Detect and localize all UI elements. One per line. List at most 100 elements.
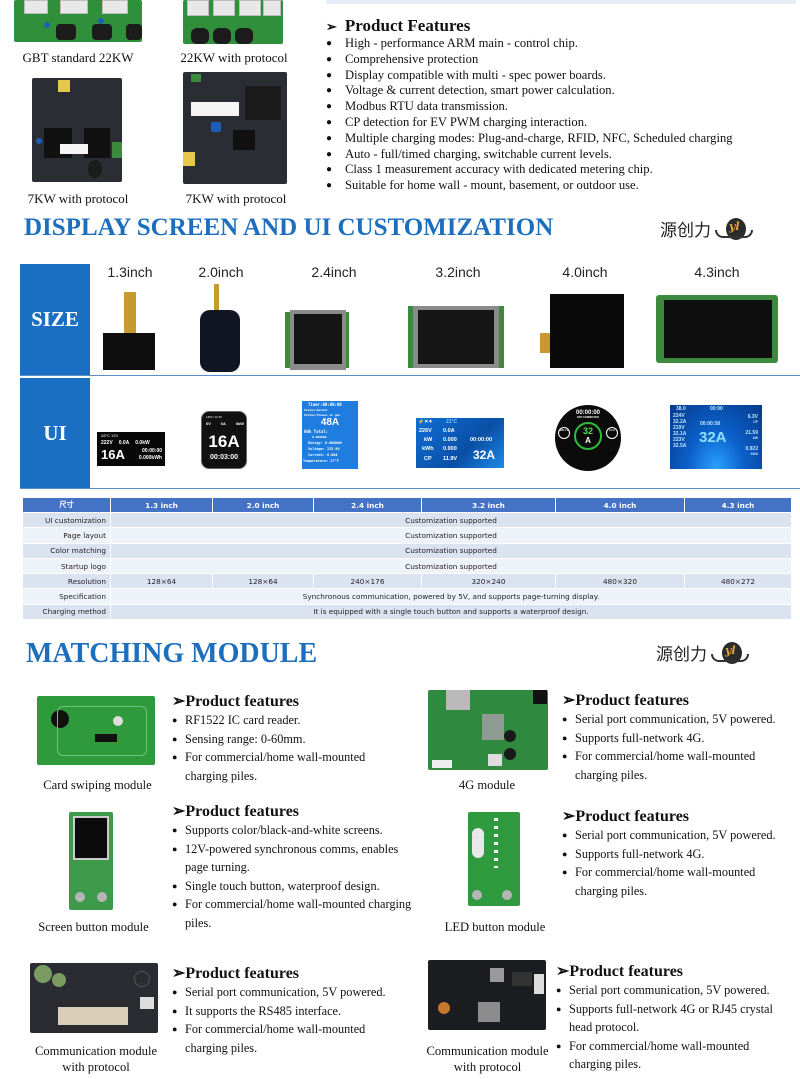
arrow-bullet-icon: ➢ (556, 963, 570, 980)
feature-item: For commercial/home wall-mounted chargin… (172, 1020, 402, 1057)
feature-item: It supports the RS485 interface. (172, 1002, 402, 1021)
board-caption: 7KW with protocol (185, 191, 287, 206)
feature-item: Single touch button, waterproof design. (172, 877, 412, 896)
board-image-7kw-b (183, 72, 287, 184)
arrow-bullet-icon: ➢ (326, 19, 337, 34)
module-features-list: Serial port communication, 5V powered. S… (556, 981, 792, 1074)
feature-item: 12V-powered synchronous comms, enables p… (172, 840, 412, 877)
module-features-heading: ➢Product features (172, 693, 300, 710)
row-value: Customization supported (110, 527, 792, 544)
resolution-cell: 128×64 (110, 573, 213, 590)
feature-item: Voltage & current detection, smart power… (326, 83, 733, 99)
feature-item: Serial port communication, 5V powered. (562, 710, 798, 729)
feature-item: Multiple charging modes: Plug-and-charge… (326, 131, 733, 147)
module-features-heading: ➢Product features (172, 803, 300, 820)
row-label: Resolution (22, 573, 111, 590)
feature-item: Supports full-network 4G. (562, 845, 798, 864)
row-value: Customization supported (110, 557, 792, 575)
feature-item: Supports full-network 4G. (562, 729, 798, 748)
table-header-cell: 1.3 inch (110, 497, 213, 513)
resolution-cell: 320×240 (421, 573, 556, 590)
brand-name: 源创力 (660, 221, 711, 241)
module-features-heading: ➢Product features (562, 692, 690, 709)
resolution-cell: 480×272 (684, 573, 792, 590)
table-row: Color matching Customization supported (22, 542, 792, 559)
arrow-bullet-icon: ➢ (172, 965, 186, 982)
ui-tab: UI (20, 378, 90, 488)
display-section-title: DISPLAY SCREEN AND UI CUSTOMIZATION (24, 214, 554, 241)
arrow-bullet-icon: ➢ (172, 693, 186, 710)
feature-item: Sensing range: 0-60mm. (172, 730, 392, 749)
table-header-row: 尺寸 1.3 inch 2.0 inch 2.4 inch 3.2 inch 4… (22, 497, 792, 513)
4g-module-image (428, 690, 548, 770)
product-features-list: High - performance ARM main - control ch… (326, 36, 733, 194)
brand-name: 源创力 (656, 645, 707, 665)
module-features-heading: ➢Product features (172, 965, 300, 982)
board-image-7kw-a (32, 78, 122, 182)
table-row: Specification Synchronous communication,… (22, 588, 792, 605)
feature-item: For commercial/home wall-mounted chargin… (172, 895, 412, 932)
feature-item: Serial port communication, 5V powered. (172, 983, 402, 1002)
feature-item: Serial port communication, 5V powered. (562, 826, 798, 845)
row-value: Synchronous communication, powered by 5V… (110, 588, 792, 605)
feature-item: Auto - full/timed charging, switchable c… (326, 147, 733, 163)
brand-emblem-icon: yl (711, 641, 749, 664)
row-label: Page layout (22, 527, 111, 544)
row-divider (20, 375, 800, 376)
board-image-gbt-22kw (14, 0, 142, 42)
module-caption: Communication module with protocol (34, 1044, 158, 1074)
row-value: Customization supported (110, 542, 792, 559)
feature-item: For commercial/home wall-mounted chargin… (556, 1037, 792, 1074)
communication-module-4g-rj45-image (428, 960, 546, 1030)
size-label-3-2: 3.2inch (435, 264, 481, 280)
card-swiping-module-image (37, 696, 155, 765)
resolution-cell: 240×176 (313, 573, 422, 590)
resolution-cell: 128×64 (212, 573, 314, 590)
row-label: Color matching (22, 542, 111, 559)
matching-section-title: MATCHING MODULE (26, 638, 318, 669)
table-row: Startup logo Customization supported (22, 557, 792, 575)
size-label-2-4: 2.4inch (311, 264, 357, 280)
size-label-1-3: 1.3inch (107, 264, 153, 280)
row-label: UI customization (22, 511, 111, 529)
product-features-heading: ➢Product Features (326, 16, 471, 35)
row-label: Charging method (22, 603, 111, 621)
module-features-list: Serial port communication, 5V powered. S… (562, 826, 798, 900)
table-row: Page layout Customization supported (22, 527, 792, 544)
module-features-list: RF1522 IC card reader. Sensing range: 0-… (172, 711, 392, 785)
feature-item: RF1522 IC card reader. (172, 711, 392, 730)
ui-preview-3-2: ⚡✕✦ 21°C 226V 0.0A kW 0.000 00:00:00 kWh… (416, 418, 504, 468)
row-value: Customization supported (110, 511, 792, 529)
feature-item: For commercial/home wall-mounted chargin… (562, 863, 798, 900)
top-table-remnant (326, 0, 796, 4)
feature-item: Display compatible with multi - spec pow… (326, 68, 733, 84)
feature-item: Supports full-network 4G or RJ45 crystal… (556, 1000, 792, 1037)
communication-module-rs485-image (30, 963, 158, 1033)
arrow-bullet-icon: ➢ (172, 803, 186, 820)
resolution-cell: 480×320 (555, 573, 685, 590)
table-header-cell: 2.4 inch (313, 497, 422, 513)
table-header-cell: 4.0 inch (555, 497, 685, 513)
table-header-cell: 2.0 inch (212, 497, 314, 513)
row-divider (20, 488, 800, 489)
feature-item: For commercial/home wall-mounted chargin… (172, 748, 392, 785)
module-features-list: Serial port communication, 5V powered. I… (172, 983, 402, 1057)
size-tab: SIZE (20, 264, 90, 375)
table-row: Charging method It is equipped with a si… (22, 603, 792, 621)
feature-item: Suitable for home wall - mount, basement… (326, 178, 733, 194)
module-caption: LED button module (444, 920, 546, 934)
module-features-list: Serial port communication, 5V powered. S… (562, 710, 798, 784)
feature-item: CP detection for EV PWM charging interac… (326, 115, 733, 131)
feature-item: For commercial/home wall-mounted chargin… (562, 747, 798, 784)
row-label: Specification (22, 588, 111, 605)
table-header-cell: 4.3 inch (684, 497, 792, 513)
feature-item: High - performance ARM main - control ch… (326, 36, 733, 52)
module-caption: Screen button module (38, 920, 149, 934)
brand-logo: 源创力 yl (660, 216, 753, 241)
table-header-cell: 3.2 inch (421, 497, 556, 513)
display-spec-table: 尺寸 1.3 inch 2.0 inch 2.4 inch 3.2 inch 4… (22, 497, 792, 621)
table-row: Resolution 128×64 128×64 240×176 320×240… (22, 573, 792, 590)
